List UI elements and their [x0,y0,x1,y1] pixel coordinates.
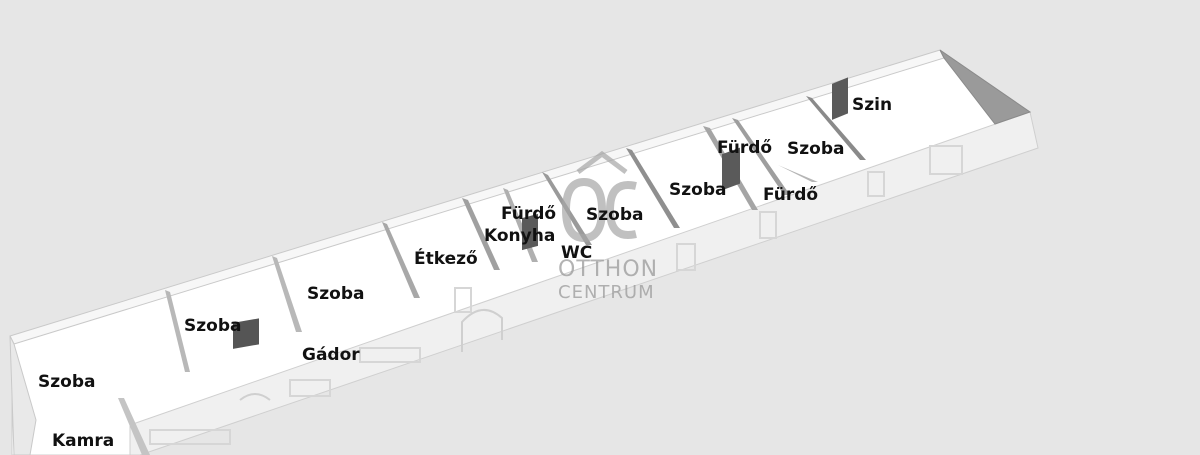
door-szoba5 [722,147,740,191]
door-konyha [522,213,538,251]
room-label-konyha: Konyha [484,226,556,246]
room-label-furdo: Fürdő [763,185,819,205]
room-label-kamra: Kamra [52,431,115,451]
window [359,347,421,363]
wall-szoba3-etkezo [382,222,420,298]
room-label-furdo: Fürdő [501,204,557,224]
room-label-szoba: Szoba [307,284,365,304]
room-label-szoba: Szoba [38,372,96,392]
right-end-wall [939,49,1032,125]
window [867,171,885,197]
arch [461,309,503,352]
room-label-szoba: Szoba [787,139,845,159]
room-label-furdo: Fürdő [717,138,773,158]
window [676,243,696,271]
watermark-centrum: CENTRUM [558,282,655,303]
room-label-szin: Szin [852,95,893,115]
logo-letter-o [561,177,607,243]
window [759,211,777,239]
front-wall [129,111,1039,455]
wall-szoba1-kamra [118,398,150,455]
wall-szoba6-szin [806,96,866,160]
logo-letter-c [605,181,637,239]
window [929,145,963,175]
logo-roof [576,150,628,174]
left-end-wall [9,335,37,455]
wall-szoba4-szoba5 [626,148,680,228]
window-openings [149,145,963,445]
wall-furdo2-szoba6 [732,118,790,195]
otthon-centrum-logo [561,150,637,243]
room-label-gador: Gádor [302,345,360,365]
window [149,429,231,445]
watermark-otthon: OTTHON [558,257,659,282]
room-label-szoba: Szoba [184,316,242,336]
room-label-etkezo: Étkező [414,249,478,269]
room-label-szoba: Szoba [669,180,727,200]
room-label-wc: WC [561,243,593,263]
arch [239,393,271,401]
window [454,287,472,313]
wall-szoba2-szoba3 [272,256,302,332]
arch-openings [239,309,503,401]
wall-szoba1-szoba2 [165,290,190,372]
door-szoba6 [832,77,848,120]
room-label-szoba: Szoba [586,205,644,225]
door-gador [233,318,259,349]
wall-etkezo-konyha [462,198,500,270]
window [289,379,331,397]
doors [233,77,848,349]
